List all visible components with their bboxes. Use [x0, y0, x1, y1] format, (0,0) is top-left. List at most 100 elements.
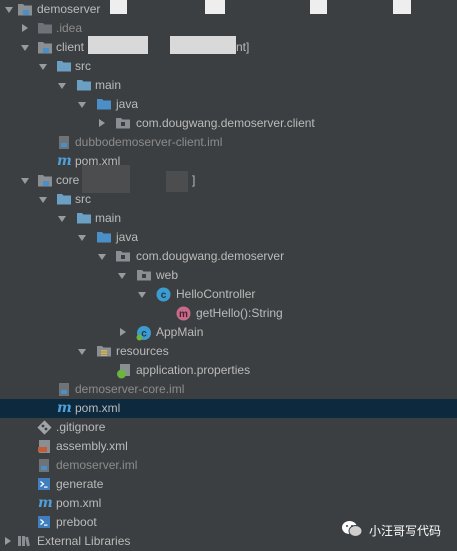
- tree-row-idea[interactable]: .idea: [0, 19, 457, 38]
- svg-text:m: m: [179, 309, 188, 320]
- tree-row-client-iml[interactable]: dubbodemoserver-client.iml: [0, 133, 457, 152]
- expand-arrow-icon[interactable]: [117, 266, 127, 285]
- xml-file-icon: [37, 437, 53, 456]
- tree-row-assembly[interactable]: assembly.xml: [0, 437, 457, 456]
- wechat-icon: [341, 520, 363, 541]
- package-icon: [115, 114, 131, 133]
- tree-row-preboot[interactable]: preboot: [0, 513, 457, 532]
- maven-icon: m: [38, 495, 53, 511]
- expand-arrow-icon[interactable]: [20, 38, 30, 57]
- tree-row-main[interactable]: main: [0, 209, 457, 228]
- git-icon: [37, 418, 53, 437]
- tree-row-demoserver[interactable]: demoserver: [0, 0, 457, 19]
- maven-icon: m: [57, 153, 72, 169]
- redaction-blur: [82, 165, 130, 193]
- tree-label: client: [56, 40, 85, 54]
- tree-row-core[interactable]: core ]: [0, 171, 457, 190]
- tree-row-client-pom[interactable]: m pom.xml: [0, 152, 457, 171]
- spring-boot-class-icon: c: [136, 323, 152, 342]
- expand-arrow-icon[interactable]: [57, 76, 67, 95]
- maven-icon: m: [57, 400, 72, 416]
- expand-arrow-icon[interactable]: [97, 247, 107, 266]
- expand-arrow-icon[interactable]: [77, 95, 87, 114]
- tree-row-core-pom[interactable]: m pom.xml: [0, 399, 457, 418]
- tree-row-core-iml[interactable]: demoserver-core.iml: [0, 380, 457, 399]
- tree-row-hello-controller[interactable]: c HelloController: [0, 285, 457, 304]
- folder-icon: [76, 76, 92, 95]
- module-folder-icon: [17, 0, 33, 19]
- expand-arrow-icon[interactable]: [57, 209, 67, 228]
- tree-row-application-properties[interactable]: application.properties: [0, 361, 457, 380]
- expand-arrow-icon[interactable]: [38, 57, 48, 76]
- tree-label: dubbodemoserver-client.iml: [75, 135, 223, 149]
- tree-row-resources[interactable]: resources: [0, 342, 457, 361]
- redaction-blur: [88, 36, 148, 54]
- tree-label: External Libraries: [37, 534, 131, 548]
- tree-label: application.properties: [136, 363, 251, 377]
- tree-label: resources: [116, 344, 169, 358]
- iml-file-icon: [57, 380, 73, 399]
- redaction-blur: [170, 36, 236, 54]
- folder-icon: [37, 19, 53, 38]
- tree-label: AppMain: [156, 325, 204, 339]
- library-icon: [17, 532, 33, 551]
- tree-row-src[interactable]: src: [0, 57, 457, 76]
- expand-arrow-icon[interactable]: [38, 190, 48, 209]
- expand-arrow-icon[interactable]: [20, 171, 30, 190]
- expand-arrow-icon[interactable]: [4, 0, 14, 19]
- tree-label: pom.xml: [75, 154, 121, 168]
- expand-arrow-icon[interactable]: [137, 285, 147, 304]
- expand-arrow-icon[interactable]: [77, 342, 87, 361]
- class-icon: c: [156, 285, 172, 304]
- tree-row-root-pom[interactable]: m pom.xml: [0, 494, 457, 513]
- tree-label-suffix: ]: [192, 173, 196, 187]
- tree-row-src[interactable]: src: [0, 190, 457, 209]
- collapsed-arrow-icon[interactable]: [97, 114, 107, 133]
- tree-row-app-main[interactable]: c AppMain: [0, 323, 457, 342]
- package-icon: [115, 247, 131, 266]
- iml-file-icon: [57, 133, 73, 152]
- tree-label: com.dougwang.demoserver: [136, 249, 285, 263]
- tree-label: java: [116, 97, 139, 111]
- redaction-blur: [166, 171, 188, 192]
- expand-arrow-icon[interactable]: [77, 228, 87, 247]
- tree-row-gitignore[interactable]: .gitignore: [0, 418, 457, 437]
- tree-label: assembly.xml: [56, 439, 128, 453]
- tree-row-external-libraries[interactable]: External Libraries: [0, 532, 457, 551]
- method-icon: m: [176, 304, 192, 323]
- tree-row-main[interactable]: main: [0, 76, 457, 95]
- svg-text:c: c: [141, 329, 147, 340]
- tree-label: java: [116, 230, 139, 244]
- svg-text:c: c: [161, 290, 167, 301]
- tree-row-java[interactable]: java: [0, 228, 457, 247]
- collapsed-arrow-icon[interactable]: [3, 532, 13, 551]
- tree-row-package[interactable]: com.dougwang.demoserver: [0, 247, 457, 266]
- tree-label: main: [95, 211, 122, 225]
- tree-label: demoserver: [37, 2, 101, 16]
- collapsed-arrow-icon[interactable]: [20, 19, 30, 38]
- tree-label: .gitignore: [56, 420, 106, 434]
- tree-row-package[interactable]: com.dougwang.demoserver.client: [0, 114, 457, 133]
- tree-label: demoserver-core.iml: [75, 382, 185, 396]
- tree-label: generate: [56, 477, 104, 491]
- tree-row-web[interactable]: web: [0, 266, 457, 285]
- iml-file-icon: [37, 456, 53, 475]
- tree-row-root-iml[interactable]: demoserver.iml: [0, 456, 457, 475]
- tree-row-client[interactable]: client nt]: [0, 38, 457, 57]
- collapsed-arrow-icon[interactable]: [118, 323, 128, 342]
- tree-row-generate[interactable]: generate: [0, 475, 457, 494]
- tree-label: src: [75, 192, 91, 206]
- source-folder-icon: [96, 95, 112, 114]
- shell-script-icon: [37, 475, 53, 494]
- tree-label: pom.xml: [56, 496, 102, 510]
- tree-row-get-hello[interactable]: m getHello():String: [0, 304, 457, 323]
- folder-icon: [56, 190, 72, 209]
- redaction-blur: [393, 0, 411, 14]
- spring-properties-icon: [116, 361, 132, 380]
- tree-row-java[interactable]: java: [0, 95, 457, 114]
- tree-label: main: [95, 78, 122, 92]
- tree-label: HelloController: [176, 287, 256, 301]
- package-icon: [136, 266, 152, 285]
- tree-label: web: [156, 268, 179, 282]
